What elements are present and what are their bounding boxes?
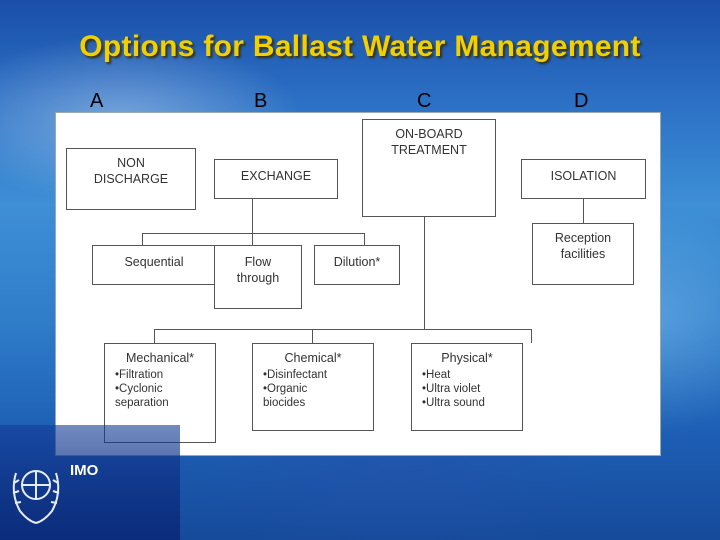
mechanical-item: •Cyclonic — [115, 383, 163, 395]
column-label-b: B — [254, 90, 268, 112]
connector — [252, 233, 253, 245]
mechanical-item: •Filtration — [115, 369, 164, 381]
isolation-label: ISOLATION — [550, 169, 617, 183]
dilution-label: Dilution* — [333, 255, 381, 269]
connector — [424, 217, 425, 329]
reception-facilities-label: Reception facilities — [554, 231, 612, 261]
connector — [154, 329, 155, 343]
onboard-treatment-box: ON-BOARD TREATMENT — [362, 119, 496, 217]
physical-item: •Heat — [422, 369, 451, 381]
un-emblem-icon — [12, 470, 60, 524]
imo-logo-area — [0, 425, 180, 540]
sequential-box: Sequential — [92, 245, 216, 285]
onboard-treatment-label: ON-BOARD TREATMENT — [391, 127, 467, 157]
connector — [531, 329, 532, 343]
flow-through-label: Flow through — [236, 255, 280, 285]
connector — [142, 233, 365, 234]
diagram-panel: NON DISCHARGE EXCHANGE ON-BOARD TREATMEN… — [55, 112, 661, 456]
connector — [142, 233, 143, 245]
exchange-box: EXCHANGE — [214, 159, 338, 199]
non-discharge-box: NON DISCHARGE — [66, 148, 196, 210]
flow-through-box: Flow through — [214, 245, 302, 309]
chemical-box: Chemical* •Disinfectant •Organic biocide… — [252, 343, 374, 431]
mechanical-title: Mechanical* — [125, 351, 195, 365]
imo-logo-text: IMO — [70, 462, 99, 479]
chemical-item: •Disinfectant — [263, 369, 328, 381]
physical-item: •Ultra violet — [422, 383, 481, 395]
mechanical-item: separation — [115, 397, 169, 409]
mechanical-box: Mechanical* •Filtration •Cyclonic separa… — [104, 343, 216, 443]
dilution-box: Dilution* — [314, 245, 400, 285]
physical-title: Physical* — [441, 351, 493, 365]
column-label-a: A — [90, 90, 104, 112]
physical-item: •Ultra sound — [422, 397, 485, 409]
chemical-item: •Organic — [263, 383, 308, 395]
connector — [312, 329, 313, 343]
connector — [364, 233, 365, 245]
connector — [583, 199, 584, 223]
exchange-label: EXCHANGE — [240, 169, 312, 183]
physical-box: Physical* •Heat •Ultra violet •Ultra sou… — [411, 343, 523, 431]
isolation-box: ISOLATION — [521, 159, 646, 199]
sequential-label: Sequential — [124, 255, 184, 269]
chemical-title: Chemical* — [284, 351, 342, 365]
column-label-d: D — [574, 90, 589, 112]
connector — [154, 329, 531, 330]
reception-facilities-box: Reception facilities — [532, 223, 634, 285]
column-label-c: C — [417, 90, 432, 112]
slide-title: Options for Ballast Water Management — [79, 30, 641, 63]
non-discharge-label: NON DISCHARGE — [93, 156, 169, 186]
connector — [252, 199, 253, 233]
chemical-item: biocides — [263, 397, 306, 409]
